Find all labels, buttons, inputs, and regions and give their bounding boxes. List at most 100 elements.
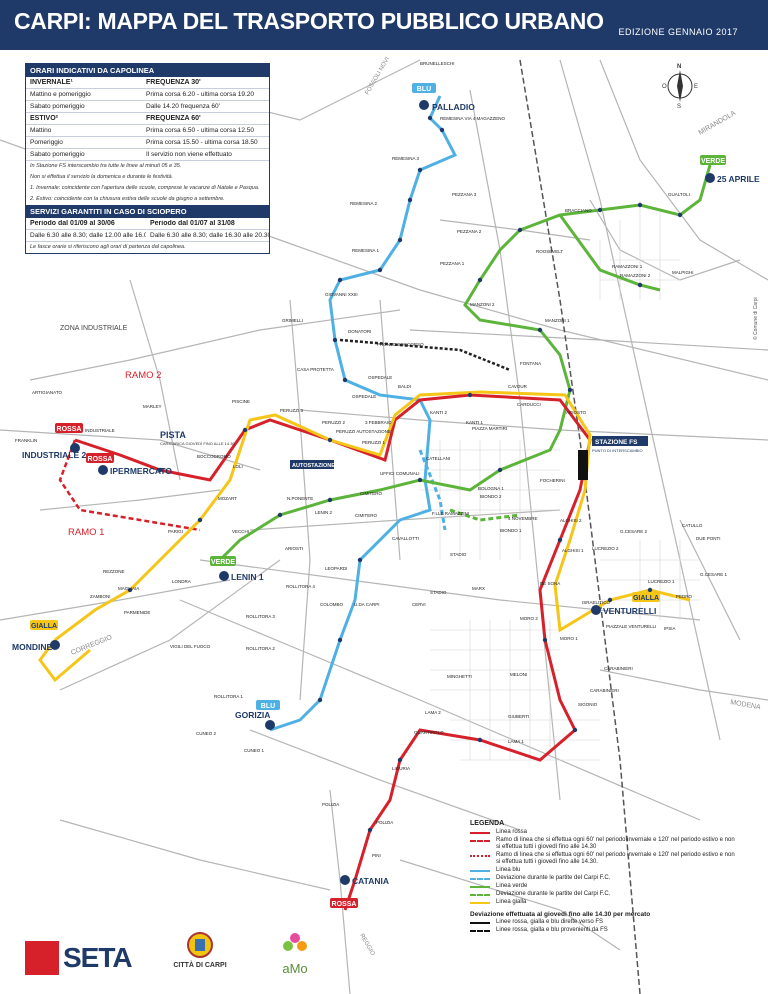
svg-text:FRANKLIN: FRANKLIN (15, 438, 37, 443)
compass-rose: N O E S (662, 64, 698, 110)
legend-label: Linee rossa, gialla e blu dirette verso … (496, 919, 604, 925)
timetable-title: ORARI INDICATIVI DA CAPOLINEA (26, 64, 269, 77)
legend-swatch (470, 886, 490, 888)
summer-row-times: Prima corsa 15.50 - ultima corsa 18.50 (146, 139, 258, 146)
svg-text:CIMITERO: CIMITERO (355, 513, 377, 518)
svg-text:ROSSA: ROSSA (88, 456, 113, 463)
svg-text:LENIN 2: LENIN 2 (315, 510, 333, 515)
svg-text:RAMAZZONI 1: RAMAZZONI 1 (612, 264, 643, 269)
line-verde-branch[interactable] (558, 214, 661, 292)
svg-text:MINGHETTI: MINGHETTI (447, 674, 472, 679)
svg-text:ARTIGIANATO: ARTIGIANATO (32, 390, 63, 395)
svg-text:GORIZIA: GORIZIA (235, 710, 270, 720)
svg-text:MORO 2: MORO 2 (520, 616, 538, 621)
stazione-fs-label[interactable]: STAZIONE FS PUNTO DI INTERSCAMBIO (592, 436, 648, 453)
terminal-rossa-catania[interactable]: ROSSA CATANIA (330, 875, 389, 908)
svg-text:MANZONI 1: MANZONI 1 (545, 318, 570, 323)
bus-map[interactable]: BLU PALLADIO VERDE 25 APRILE ROSSA INDUS… (0, 50, 768, 994)
legend-label: Linea gialla (496, 899, 527, 905)
winter-header: INVERNALE¹ FREQUENZA 30' (26, 77, 269, 89)
legend-label: Linea verde (496, 883, 528, 889)
carpi-logo-text: CITTÀ DI CARPI (173, 962, 227, 969)
line-rossa-branch-dotted[interactable] (339, 338, 511, 372)
strike-period-1: Periodo dal 01/09 al 30/06 (30, 220, 115, 227)
timetable-note: In Stazione FS interscambio tra tutte le… (30, 163, 182, 169)
svg-text:GIUBERTI: GIUBERTI (508, 714, 529, 719)
legend-swatch (470, 832, 490, 834)
summer-label: ESTIVO² (30, 115, 59, 122)
svg-text:PIAZZA MARTIRI: PIAZZA MARTIRI (472, 426, 507, 431)
winter-row-period: Sabato pomeriggio (30, 103, 85, 110)
terminal-blu-top[interactable]: BLU PALLADIO (412, 83, 475, 112)
legend-item: Ramo di linea che si effettua ogni 60' n… (470, 852, 740, 866)
legend-swatch (470, 870, 490, 872)
summer-row: Mattino Prima corsa 6.50 - ultima corsa … (26, 125, 269, 137)
terminal-verde-top[interactable]: VERDE 25 APRILE (700, 155, 760, 184)
legend-swatch (470, 922, 490, 924)
svg-text:S: S (677, 104, 681, 110)
legend-label: Linea rossa (496, 829, 528, 835)
svg-text:ZAMBONI: ZAMBONI (90, 594, 111, 599)
svg-text:BRACCIANO: BRACCIANO (565, 208, 592, 213)
svg-text:MONDINE: MONDINE (12, 642, 52, 652)
svg-text:PEZZANA 1: PEZZANA 1 (440, 261, 465, 266)
svg-text:STAZIONE FS: STAZIONE FS (595, 439, 638, 446)
svg-text:ALGHISI 2: ALGHISI 2 (560, 518, 582, 523)
svg-text:REMESINA 3: REMESINA 3 (392, 156, 420, 161)
svg-text:KANTI 2: KANTI 2 (430, 410, 448, 415)
terminal-gialla-mondine[interactable]: GIALLA MONDINE (12, 620, 60, 652)
svg-text:CARABINIERI: CARABINIERI (604, 666, 633, 671)
amo-logo: aMo (255, 930, 335, 976)
svg-text:QUARTIROLO: QUARTIROLO (414, 730, 444, 735)
page-header: CARPI: MAPPA DEL TRASPORTO PUBBLICO URBA… (0, 0, 768, 50)
line-verde-deviation[interactable] (449, 508, 521, 522)
line-rossa-branch-dashed[interactable] (58, 439, 201, 532)
terminal-gialla-venturelli[interactable]: GIALLA VENTURELLI (591, 592, 660, 616)
legend-item: Deviazione durante le partite del Carpi … (470, 875, 740, 882)
svg-text:BIONDO 1: BIONDO 1 (500, 528, 522, 533)
svg-text:PUNTO DI INTERSCAMBIO: PUNTO DI INTERSCAMBIO (592, 448, 643, 453)
terminal-verde-lenin[interactable]: VERDE LENIN 1 (210, 556, 264, 582)
svg-text:ROLLITORA 1: ROLLITORA 1 (214, 694, 243, 699)
line-rossa[interactable] (74, 393, 592, 911)
svg-text:CIMITERO: CIMITERO (360, 491, 382, 496)
svg-text:BLU: BLU (417, 86, 431, 93)
timetable-footnote: 1. Invernale: coincidente con l'apertura… (30, 185, 260, 191)
svg-text:UFFICI COMUNALI: UFFICI COMUNALI (380, 471, 420, 476)
legend-item: Linea rossa (470, 829, 740, 836)
svg-text:F.LLE RAMAZZINI: F.LLE RAMAZZINI (432, 511, 469, 516)
svg-text:N.PONENTE: N.PONENTE (287, 496, 313, 501)
terminal-rossa-ipermercato[interactable]: ROSSA IPERMERCATO (86, 453, 172, 476)
line-gialla[interactable] (54, 390, 691, 642)
svg-text:PIAZZALE VENTURELLI: PIAZZALE VENTURELLI (606, 624, 656, 629)
legend-title: LEGENDA (470, 820, 505, 827)
summer-row: Pomeriggio Prima corsa 15.50 - ultima co… (26, 137, 269, 149)
strike-period-2: Periodo dal 01/07 al 31/08 (150, 220, 235, 227)
railway-line (519, 59, 641, 994)
terminal-blu-gorizia[interactable]: BLU GORIZIA (235, 700, 280, 730)
svg-text:PARMENIDE: PARMENIDE (124, 610, 150, 615)
svg-text:PEZZANA 2: PEZZANA 2 (457, 229, 482, 234)
winter-row-times: Dalle 14.20 frequenza 60' (146, 103, 220, 110)
line-blu[interactable] (269, 95, 458, 732)
svg-text:3 FEBBRAIO: 3 FEBBRAIO (365, 420, 392, 425)
line-blu-deviation[interactable] (418, 449, 447, 531)
svg-text:CAVALLOTTI: CAVALLOTTI (392, 536, 419, 541)
line-gialla-left[interactable] (38, 639, 91, 683)
svg-text:KANTI 1: KANTI 1 (466, 420, 484, 425)
legend-label: Deviazione durante le partite del Carpi … (496, 891, 611, 897)
strike-note: Le fasce orarie si riferiscono agli orar… (30, 244, 186, 250)
summer-row-period: Pomeriggio (30, 139, 63, 146)
autostazione-label[interactable]: AUTOSTAZIONE (290, 460, 335, 469)
svg-text:MAGLIAIA: MAGLIAIA (118, 586, 139, 591)
svg-text:DONATORI: DONATORI (348, 329, 371, 334)
svg-text:VIGILI DEL FUOCO: VIGILI DEL FUOCO (170, 644, 211, 649)
svg-text:MALPIGHI: MALPIGHI (672, 270, 694, 275)
svg-text:G.CESARE 1: G.CESARE 1 (700, 572, 728, 577)
line-verde[interactable] (218, 164, 712, 562)
svg-text:CUNEO 2: CUNEO 2 (196, 731, 217, 736)
page-title: CARPI: MAPPA DEL TRASPORTO PUBBLICO URBA… (14, 8, 604, 34)
terminal-rossa-industriale[interactable]: ROSSA INDUSTRIALE 2 (22, 423, 87, 460)
legend-swatch (470, 855, 490, 857)
